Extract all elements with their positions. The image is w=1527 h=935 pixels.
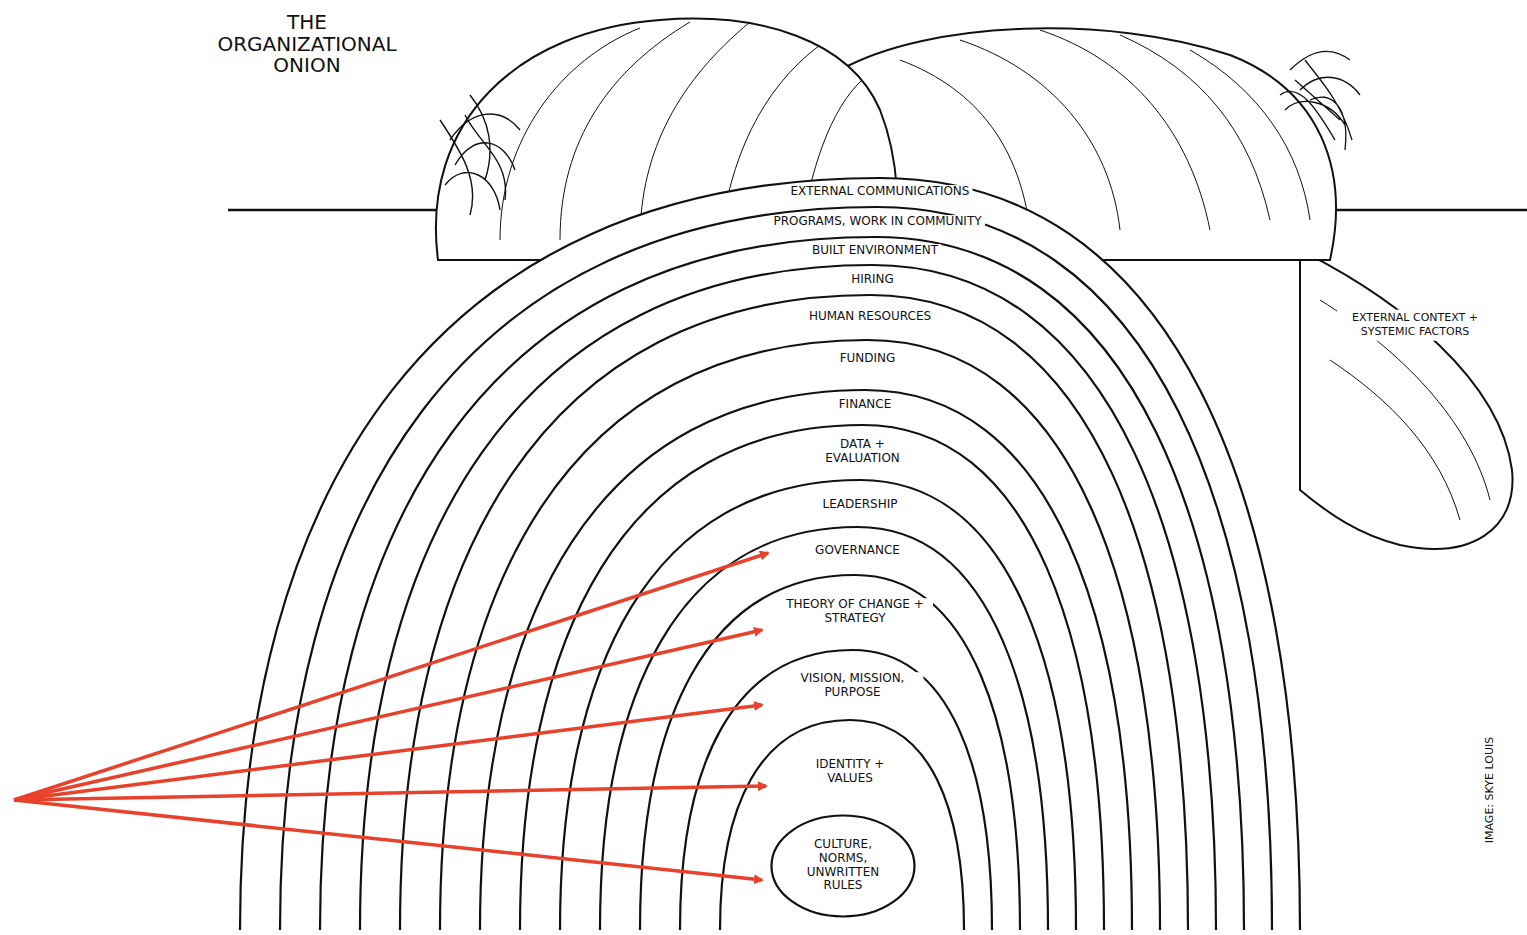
context-note: EXTERNAL CONTEXT + SYSTEMIC FACTORS xyxy=(1337,310,1493,341)
layer-label: IDENTITY + VALUES xyxy=(800,758,901,786)
layer-label: CULTURE, NORMS, UNWRITTEN RULES xyxy=(795,838,891,893)
diagram-title: THE ORGANIZATIONAL ONION xyxy=(202,12,412,77)
layer-line xyxy=(520,425,1104,930)
onion-layer: GOVERNANCE THEORY OF CHANGE + STRATEGY VIS… xyxy=(600,527,1048,930)
layer-label: EXTERNAL COMMUNICATIONS xyxy=(788,185,973,199)
layer-label: FUNDING xyxy=(837,352,899,366)
layer-line xyxy=(440,340,1160,930)
layer-line xyxy=(480,390,1132,930)
layer-label: GOVERNANCE xyxy=(812,544,903,558)
onion-layer: FINANCE DATA + EVALUATION LEADERSHIP GOVERN… xyxy=(480,390,1132,930)
core-line xyxy=(772,816,915,917)
onion-layer: BUILT ENVIRONMENT HIRING HUMAN RESOURCES FU… xyxy=(320,237,1244,930)
layer-line xyxy=(600,527,1048,930)
layer-label: PROGRAMS, WORK IN COMMUNITY xyxy=(770,215,984,229)
image-credit: IMAGE: SKYE LOUIS xyxy=(1482,734,1498,846)
onion-root-tuft xyxy=(1280,51,1360,150)
layer-line xyxy=(280,207,1272,930)
onion-piece xyxy=(1300,250,1513,549)
layer-line xyxy=(680,650,992,930)
layer-label: LEADERSHIP xyxy=(819,498,900,512)
onion-layer: PROGRAMS, WORK IN COMMUNITY BUILT ENVIRON… xyxy=(280,207,1272,930)
layer-line xyxy=(560,480,1076,930)
onion-layer: HIRING HUMAN RESOURCES FUNDING FINANCE DATA … xyxy=(360,265,1216,930)
onion-layer: THEORY OF CHANGE + STRATEGY VISION, MISSI… xyxy=(640,575,1020,930)
layer-label: FINANCE xyxy=(836,398,895,412)
onion-core: CULTURE, NORMS, UNWRITTEN RULES xyxy=(770,814,916,918)
layer-line xyxy=(360,265,1216,930)
onion-layer: EXTERNAL COMMUNICATIONS PROGRAMS, WORK IN… xyxy=(240,178,1300,930)
layer-label: DATA + EVALUATION xyxy=(805,438,921,466)
layer-label: HUMAN RESOURCES xyxy=(806,310,934,324)
layer-line xyxy=(240,178,1300,930)
layer-line xyxy=(720,720,964,930)
callout-arrow xyxy=(14,705,762,800)
layer-line xyxy=(640,575,1020,930)
callout-arrow xyxy=(14,630,762,800)
onion-layer: VISION, MISSION, PURPOSE IDENTITY + VALUE… xyxy=(680,650,992,930)
onion-layer: HUMAN RESOURCES FUNDING FINANCE DATA + EVAL… xyxy=(400,295,1188,930)
onion-layer: FUNDING FINANCE DATA + EVALUATION LEADERSHI… xyxy=(440,340,1160,930)
callout-arrow xyxy=(14,553,768,800)
layer-label: HIRING xyxy=(848,273,897,287)
onion-layer: IDENTITY + VALUES CULTURE, NORMS, UNWRITT… xyxy=(720,720,964,930)
layer-label: VISION, MISSION, PURPOSE xyxy=(782,672,923,700)
onion-root-tuft xyxy=(440,95,520,215)
layer-line xyxy=(320,237,1244,930)
layer-label: THEORY OF CHANGE + STRATEGY xyxy=(777,598,933,626)
callout-arrow xyxy=(14,786,766,800)
callout-arrow xyxy=(14,800,762,880)
layer-line xyxy=(400,295,1188,930)
layer-label: BUILT ENVIRONMENT xyxy=(809,244,941,258)
onion-layer: LEADERSHIP GOVERNANCE THEORY OF CHANGE + S… xyxy=(560,480,1076,930)
onion-layer: DATA + EVALUATION LEADERSHIP GOVERNANCE THE… xyxy=(520,425,1104,930)
